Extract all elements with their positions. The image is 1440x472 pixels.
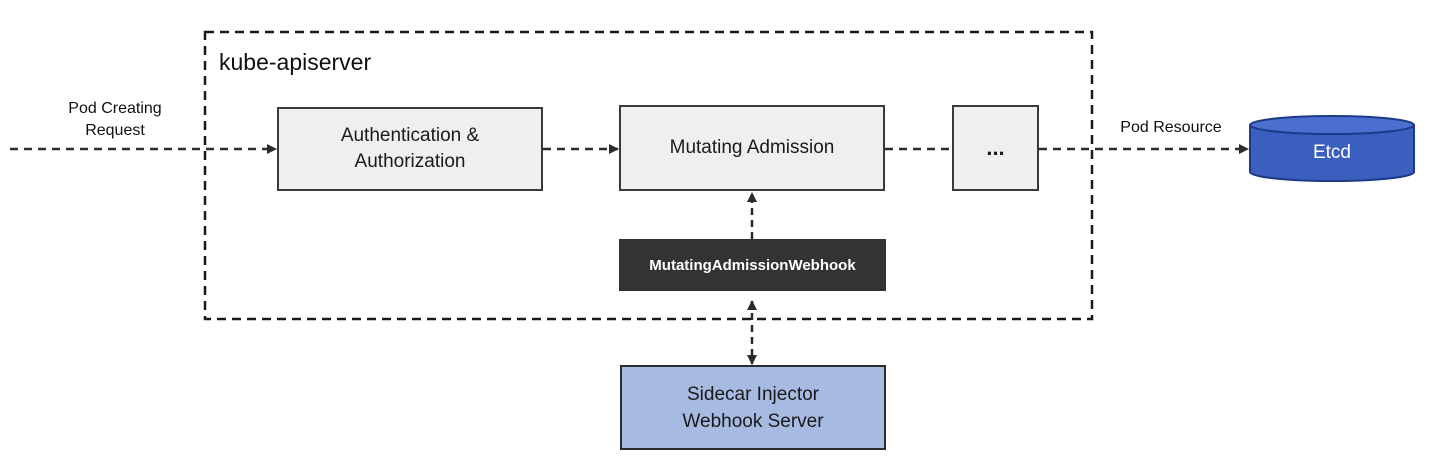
- pod-creating-request-label: Pod Creating Request: [68, 100, 162, 139]
- etcd-database-icon: [1249, 115, 1415, 182]
- mutating-admission-webhook-box: MutatingAdmissionWebhook: [619, 239, 886, 291]
- etcd-label: Etcd: [1312, 142, 1352, 163]
- authentication-authorization-box: Authentication & Authorization: [277, 107, 543, 191]
- kube-apiserver-title: kube-apiserver: [219, 49, 372, 75]
- pod-resource-label: Pod Resource: [1120, 119, 1222, 136]
- more-stages-box: ...: [952, 105, 1039, 191]
- kube-apiserver-boundary: [203, 30, 1094, 321]
- sidecar-injector-webhook-server-box: Sidecar Injector Webhook Server: [620, 365, 886, 450]
- mutating-admission-box: Mutating Admission: [619, 105, 885, 191]
